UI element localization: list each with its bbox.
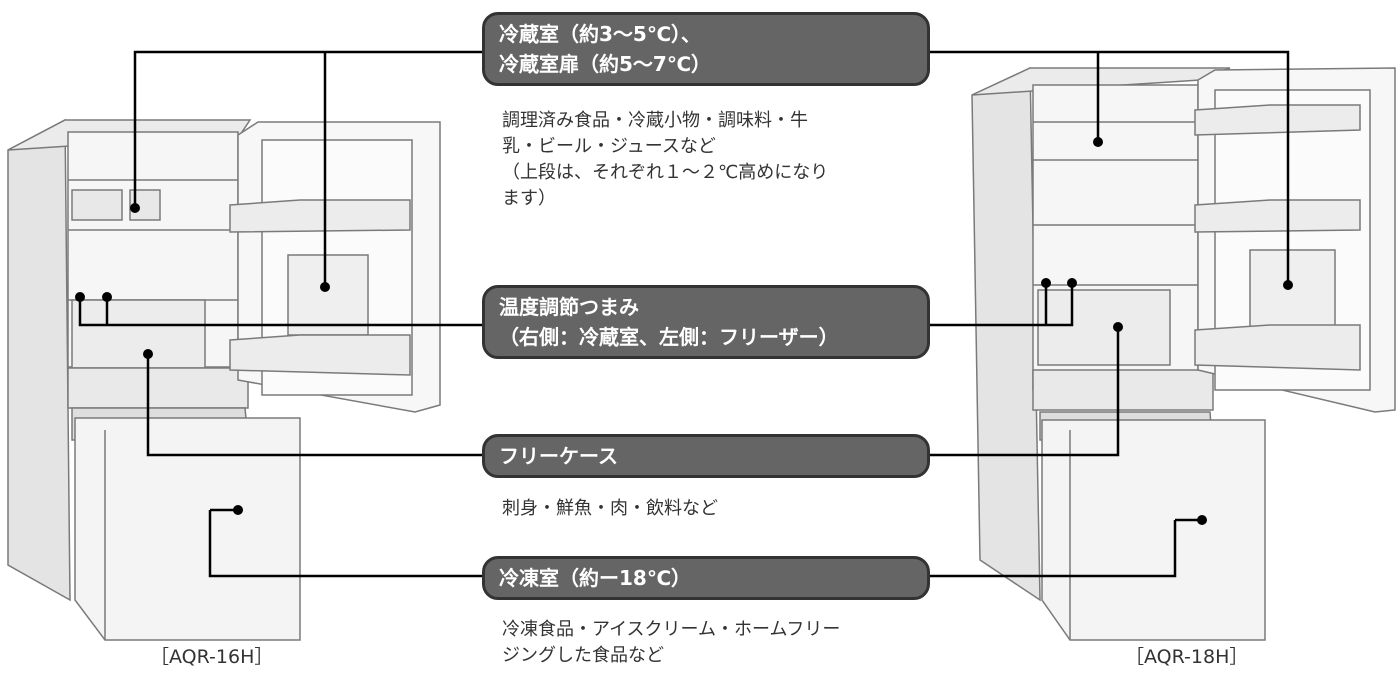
label-free-case: フリーケース bbox=[482, 434, 930, 478]
model-left: ［AQR-16H］ bbox=[150, 646, 274, 668]
leader-fridge-right bbox=[930, 50, 1290, 285]
desc-fridge-line: （上段は、それぞれ１〜２℃高めになり bbox=[502, 162, 829, 183]
leader-dial-right bbox=[930, 283, 1074, 327]
desc-freezer: 冷凍食品・アイスクリーム・ホームフリー ジングした食品など bbox=[502, 617, 922, 669]
leader-dial-left bbox=[78, 297, 482, 327]
right-refrigerator-illustration bbox=[971, 66, 1396, 641]
leader-freecase-left bbox=[146, 354, 482, 457]
desc-freezer-line: 冷凍食品・アイスクリーム・ホームフリー bbox=[502, 619, 841, 640]
label-free-case-line1: フリーケース bbox=[499, 444, 618, 468]
label-fridge-line1: 冷蔵室（約3〜5℃）、 bbox=[499, 22, 702, 46]
desc-free-case: 刺身・鮮魚・肉・飲料など bbox=[502, 496, 922, 522]
label-freezer-line1: 冷凍室（約ー18℃） bbox=[499, 566, 692, 590]
leader-dots bbox=[75, 137, 1293, 525]
desc-fridge-line: 乳・ビール・ジュースなど bbox=[502, 136, 716, 157]
leader-freezer-right bbox=[930, 520, 1177, 578]
desc-fridge: 調理済み食品・冷蔵小物・調味料・牛 乳・ビール・ジュースなど （上段は、それぞれ… bbox=[502, 108, 922, 212]
desc-fridge-line: 調理済み食品・冷蔵小物・調味料・牛 bbox=[502, 110, 808, 131]
label-fridge: 冷蔵室（約3〜5℃）、 冷蔵室扉（約5〜7℃） bbox=[482, 12, 930, 86]
leader-lines bbox=[78, 50, 1290, 578]
label-dial-line1: 温度調節つまみ bbox=[499, 295, 639, 319]
leader-freezer-left bbox=[208, 510, 482, 578]
leader-fridge-left bbox=[133, 50, 482, 208]
label-fridge-line2: 冷蔵室扉（約5〜7℃） bbox=[499, 52, 712, 76]
desc-fridge-line: ます） bbox=[502, 188, 556, 209]
label-freezer: 冷凍室（約ー18℃） bbox=[482, 556, 930, 600]
left-refrigerator-illustration bbox=[7, 118, 441, 641]
leader-freecase-right bbox=[930, 327, 1120, 457]
leader-freezer-connectors bbox=[210, 508, 1202, 522]
desc-freezer-line: ジングした食品など bbox=[502, 645, 664, 666]
model-right: ［AQR-18H］ bbox=[1125, 646, 1249, 668]
label-dial: 温度調節つまみ （右側：冷蔵室、左側：フリーザー） bbox=[482, 285, 930, 359]
label-dial-line2: （右側：冷蔵室、左側：フリーザー） bbox=[499, 325, 839, 349]
desc-free-case-line: 刺身・鮮魚・肉・飲料など bbox=[502, 498, 718, 519]
